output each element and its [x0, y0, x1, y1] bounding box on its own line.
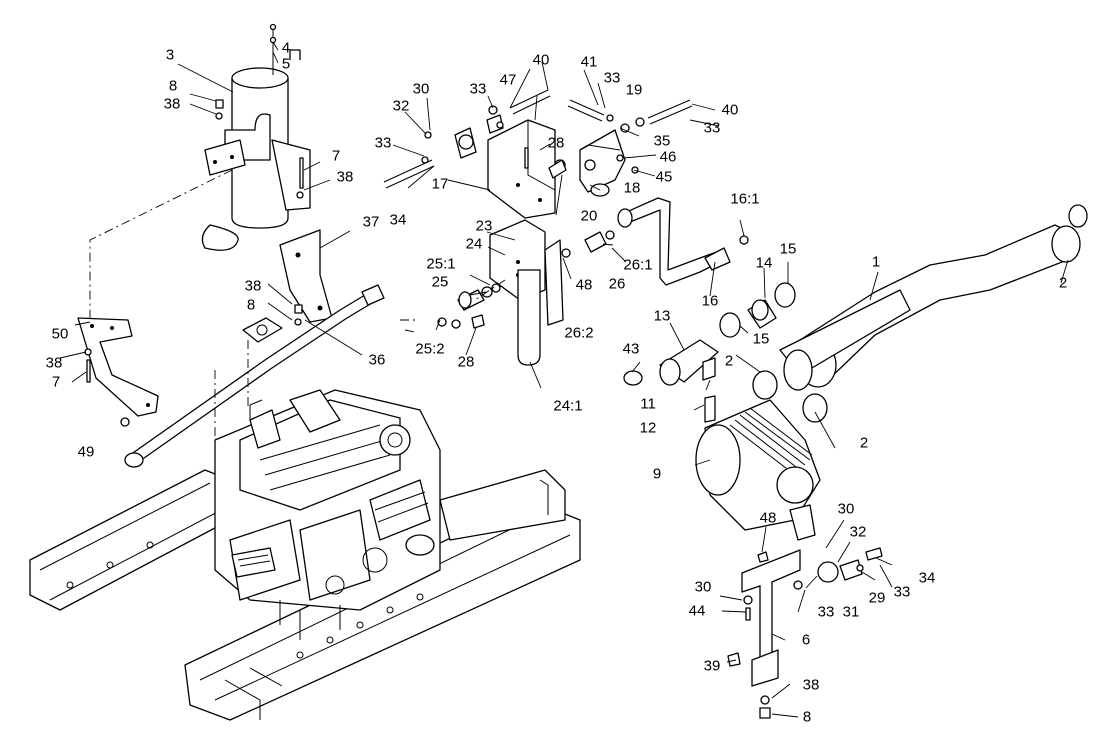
- callout-49: 49: [77, 443, 95, 461]
- callout-38: 38: [163, 95, 181, 113]
- callout-18: 18: [623, 179, 641, 197]
- callout-4: 4: [281, 39, 291, 57]
- callout-28: 28: [547, 134, 565, 152]
- muffler: [201, 23, 311, 251]
- callout-2: 2: [724, 352, 734, 370]
- fasteners: [84, 99, 883, 719]
- exhaust-gasket: [242, 317, 283, 343]
- callout-39: 39: [703, 657, 721, 675]
- callout-24-1: 24:1: [553, 397, 583, 415]
- callout-7: 7: [331, 147, 341, 165]
- callout-25-2: 25:2: [415, 340, 445, 358]
- callout-24: 24: [465, 235, 483, 253]
- callout-33: 33: [374, 134, 392, 152]
- intake-bracket-17: [487, 119, 556, 219]
- leader-lines: [59, 41, 1069, 718]
- oil-tube: [124, 284, 385, 468]
- callout-13: 13: [653, 307, 671, 325]
- callout-44: 44: [688, 602, 706, 620]
- callout-38: 38: [336, 168, 354, 186]
- callout-2: 2: [1058, 274, 1068, 292]
- callout-35: 35: [653, 132, 671, 150]
- callout-3: 3: [165, 46, 175, 64]
- callout-38: 38: [45, 354, 63, 372]
- callout-19: 19: [625, 81, 643, 99]
- callout-33: 33: [703, 119, 721, 137]
- chassis-frame: [29, 469, 581, 721]
- callout-30: 30: [694, 578, 712, 596]
- callout-32: 32: [392, 97, 410, 115]
- callout-11: 11: [640, 395, 656, 413]
- coolant-hose: [617, 197, 731, 286]
- callout-25: 25: [431, 273, 449, 291]
- callout-46: 46: [659, 148, 677, 166]
- hose-fitting-26: [584, 230, 615, 253]
- callout-25-1: 25:1: [426, 255, 456, 273]
- callout-33: 33: [603, 69, 621, 87]
- callout-1: 1: [871, 253, 881, 271]
- callout-47: 47: [499, 71, 517, 89]
- callout-40: 40: [532, 51, 550, 69]
- callout-23: 23: [475, 217, 493, 235]
- air-cleaner: [695, 357, 821, 541]
- callout-9: 9: [652, 465, 662, 483]
- callout-36: 36: [368, 351, 386, 369]
- callout-30: 30: [837, 500, 855, 518]
- callout-31: 31: [842, 603, 860, 621]
- callout-12: 12: [639, 419, 657, 437]
- callout-14: 14: [755, 254, 773, 272]
- callout-26: 26: [608, 275, 626, 293]
- callout-20: 20: [580, 207, 598, 225]
- callout-38: 38: [802, 676, 820, 694]
- callout-50: 50: [51, 325, 69, 343]
- muffler-bracket: [279, 229, 333, 323]
- callout-16: 16: [701, 292, 719, 310]
- callout-15: 15: [779, 240, 797, 258]
- reference-lines: [89, 169, 761, 640]
- callout-8: 8: [802, 708, 812, 726]
- rubber-elbow-14: [747, 299, 777, 329]
- callout-40: 40: [721, 101, 739, 119]
- callout-30: 30: [412, 80, 430, 98]
- callout-33: 33: [469, 80, 487, 98]
- callout-48: 48: [575, 276, 593, 294]
- callout-8: 8: [246, 296, 256, 314]
- callout-5: 5: [281, 55, 291, 73]
- callout-16-1: 16:1: [730, 190, 760, 208]
- callout-34: 34: [389, 211, 407, 229]
- fuel-lines: [383, 89, 693, 189]
- callout-28: 28: [457, 353, 475, 371]
- air-cleaner-stand: [741, 549, 863, 687]
- callout-45: 45: [655, 168, 673, 186]
- rubber-elbow-13: [659, 339, 719, 386]
- callout-34: 34: [918, 569, 936, 587]
- callout-41: 41: [580, 53, 598, 71]
- callout-38: 38: [244, 277, 262, 295]
- callout-29: 29: [868, 589, 886, 607]
- intake-pipe-24-1: [517, 239, 564, 366]
- engine: [214, 389, 441, 640]
- callout-37: 37: [362, 213, 380, 231]
- callout-33: 33: [893, 583, 911, 601]
- callout-32: 32: [849, 523, 867, 541]
- callout-33: 33: [817, 603, 835, 621]
- callout-26-1: 26:1: [623, 256, 653, 274]
- air-intake-tube: [779, 224, 1081, 391]
- hose-clamps: [623, 204, 1088, 423]
- callout-6: 6: [801, 631, 811, 649]
- callout-43: 43: [622, 340, 640, 358]
- callout-26-2: 26:2: [564, 324, 594, 342]
- fuel-filter: [548, 129, 626, 197]
- callout-48: 48: [759, 509, 777, 527]
- callout-15: 15: [752, 330, 770, 348]
- engine-support-bracket: [77, 317, 159, 417]
- callout-17: 17: [431, 175, 449, 193]
- callout-8: 8: [168, 77, 178, 95]
- callout-2: 2: [859, 434, 869, 452]
- callout-7: 7: [51, 373, 61, 391]
